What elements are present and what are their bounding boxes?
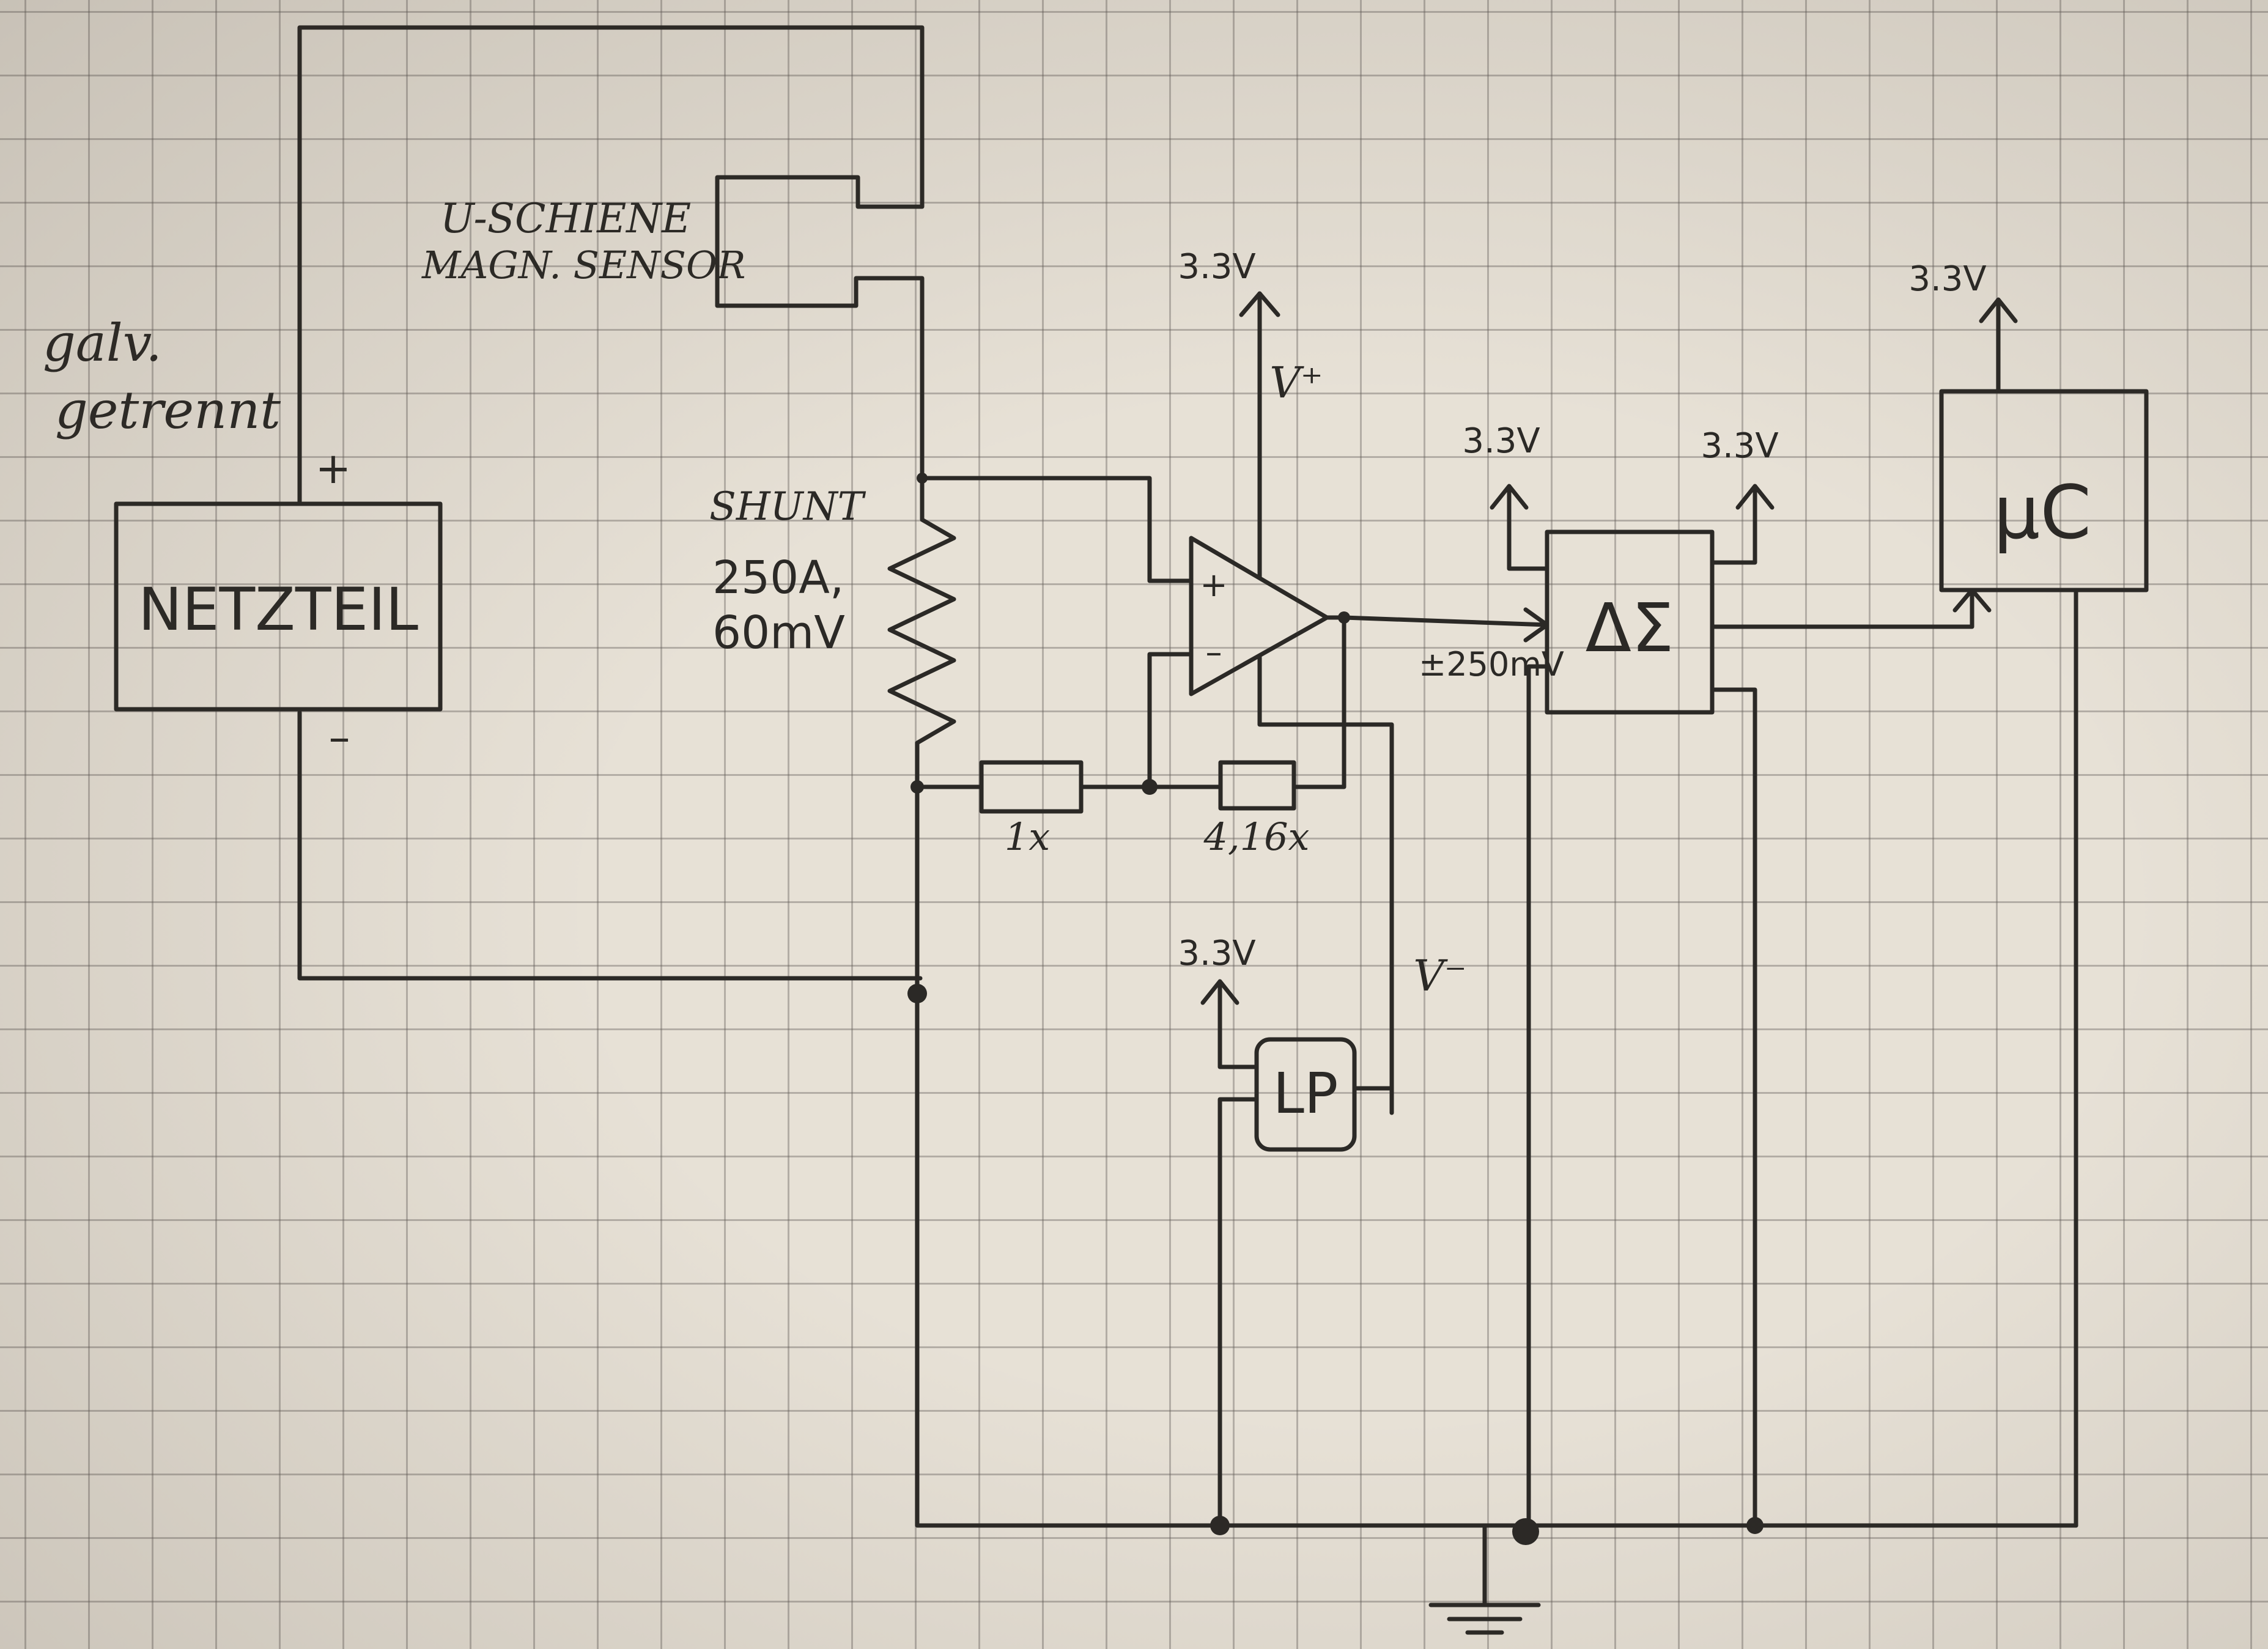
gain-network bbox=[915, 615, 1346, 814]
shunt-label: SHUNT bbox=[709, 484, 866, 529]
supply-plus-terminal: + bbox=[316, 443, 352, 493]
galv-label: galv. bbox=[43, 313, 162, 373]
resistor-1x bbox=[979, 760, 1084, 814]
junction-dot bbox=[1512, 1518, 1539, 1545]
junction-dot bbox=[1746, 1517, 1764, 1534]
microcontroller-box bbox=[1939, 389, 2149, 592]
delta-sigma-supply-left: 3.3V bbox=[1462, 421, 1540, 461]
netzteil-box bbox=[114, 501, 443, 712]
opamp-plus-input: + bbox=[1200, 566, 1227, 604]
shunt-resistor bbox=[887, 476, 956, 981]
opamp-supply-label: 3.3V bbox=[1178, 247, 1255, 287]
bitstream-wire bbox=[1710, 589, 1974, 629]
resistor-416x bbox=[1218, 760, 1296, 811]
v-minus-label: V⁻ bbox=[1413, 951, 1467, 1001]
ground-symbol bbox=[1428, 1523, 1541, 1635]
opamp-output-wire bbox=[1342, 615, 1550, 627]
delta-sigma-label: ΔΣ bbox=[1586, 589, 1674, 667]
power-supply-loop bbox=[297, 25, 925, 981]
delta-sigma-supply-right: 3.3V bbox=[1701, 426, 1778, 466]
microcontroller-label: μC bbox=[1993, 471, 2091, 556]
getrennt-label: getrennt bbox=[55, 380, 281, 440]
supply-minus-terminal: – bbox=[329, 712, 350, 762]
junction-dot bbox=[907, 984, 927, 1003]
junction-dot bbox=[1210, 1516, 1230, 1535]
microcontroller-supply: 3.3V bbox=[1908, 259, 1986, 299]
junction-dot bbox=[917, 473, 928, 484]
lp-box bbox=[1254, 1037, 1357, 1152]
ground-bus bbox=[915, 976, 2078, 1528]
opamp-minus-input: – bbox=[1206, 633, 1222, 671]
v-plus-label: V⁺ bbox=[1269, 358, 1323, 408]
junction-dot bbox=[1142, 779, 1158, 795]
lp-supply: 3.3V bbox=[1178, 934, 1255, 973]
netzteil-label: NETZTEIL bbox=[138, 575, 418, 644]
magn-sensor-label: MAGN. SENSOR bbox=[421, 243, 745, 287]
junction-dot bbox=[1338, 611, 1350, 624]
lp-label: LP bbox=[1273, 1061, 1339, 1126]
u-schiene-label: U-SCHIENE bbox=[440, 195, 691, 242]
junction-dot bbox=[911, 780, 924, 794]
gain-1x-label: 1x bbox=[1005, 814, 1050, 859]
gain-416x-label: 4,16x bbox=[1203, 814, 1309, 859]
op-amp bbox=[920, 291, 1394, 1115]
shunt-rating-voltage: 60mV bbox=[712, 607, 845, 659]
shunt-rating-current: 250A, bbox=[712, 552, 844, 604]
delta-sigma-box bbox=[1545, 529, 1715, 715]
